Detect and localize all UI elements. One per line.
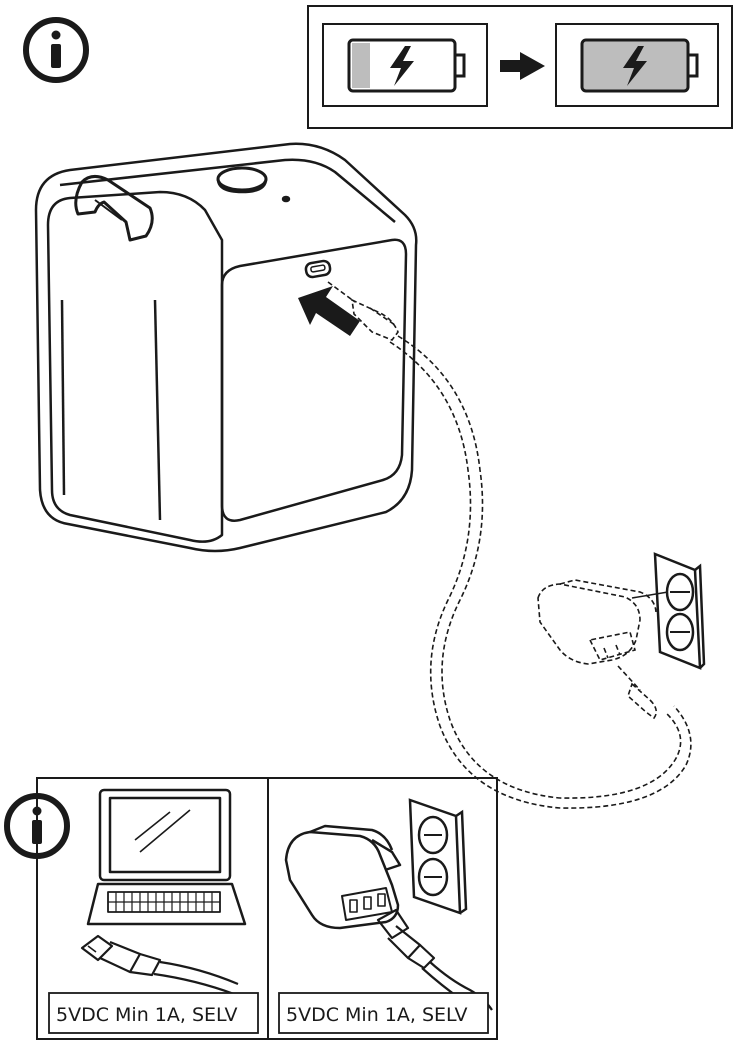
- info-icon-top: [26, 20, 86, 80]
- charging-cable-dashed: [328, 282, 691, 808]
- insert-direction-arrow-icon: [298, 286, 360, 336]
- battery-full-charging-icon: [556, 24, 718, 106]
- laptop-icon: [88, 790, 245, 924]
- caption-computer: 5VDC Min 1A, SELV: [56, 1004, 238, 1026]
- caption-box-computer: 5VDC Min 1A, SELV: [49, 993, 258, 1033]
- right-arrow-icon: [500, 52, 545, 80]
- wall-outlet: [632, 554, 704, 668]
- wall-outlet-small: [410, 800, 466, 913]
- usb-plug-icon: [82, 936, 238, 994]
- caption-adapter: 5VDC Min 1A, SELV: [286, 1004, 468, 1026]
- caption-box-adapter: 5VDC Min 1A, SELV: [279, 993, 488, 1033]
- speaker-device: [36, 144, 416, 551]
- battery-low-charging-icon: [323, 24, 487, 106]
- usb-wall-adapter-icon: [286, 826, 400, 928]
- battery-charging-panel: [308, 6, 732, 128]
